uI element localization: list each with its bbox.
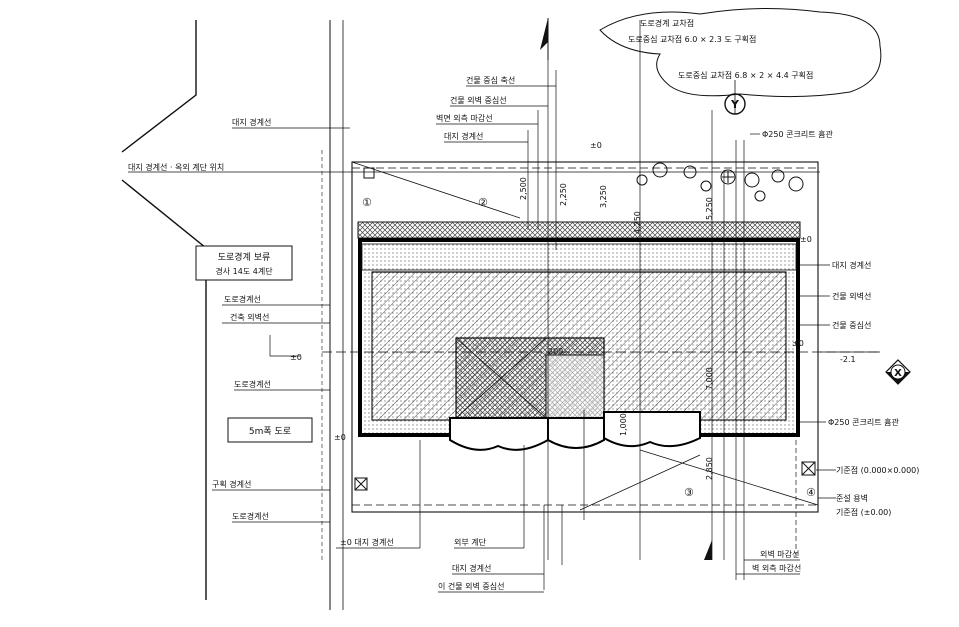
reference-lines xyxy=(306,20,880,590)
left-label-1: 대지 경계선 xyxy=(232,117,271,127)
right-label-2: 건물 외벽선 xyxy=(832,291,871,301)
dimension-8: 1,000 xyxy=(619,413,628,436)
cloud-note: 도로경계 교차점 도로중심 교차점 6.0 × 2.3 도 구획점 도로중심 교… xyxy=(599,7,882,98)
level-mark-4: -2.1 xyxy=(840,355,856,364)
corner-mark-2: ② xyxy=(478,196,488,209)
dimensions: 2,500 2,250 3,250 4,250 5,250 7,000 2,85… xyxy=(519,177,714,480)
dimension-1: 2,500 xyxy=(519,177,528,200)
axis-x-marker: X xyxy=(885,359,911,385)
boxed-note-2-line1: 5m폭 도로 xyxy=(249,426,291,437)
top-right-label: Φ250 콘크리트 흄관 xyxy=(762,129,833,139)
left-label-5: 도로경계선 xyxy=(234,379,271,389)
level-mark-3: ±0 xyxy=(800,235,812,244)
level-mark-1: ±0 xyxy=(590,141,602,150)
right-label-7: 기준점 (±0.00) xyxy=(836,507,891,517)
right-label-6: 준설 용벽 xyxy=(836,493,868,503)
corner-mark-1: ① xyxy=(362,196,372,209)
road-edge-lines xyxy=(121,20,344,610)
axis-x-label: X xyxy=(894,368,902,379)
survey-markers xyxy=(354,167,816,491)
boxed-note-2: 5m폭 도로 xyxy=(227,417,313,443)
corner-mark-4: ④ xyxy=(806,486,816,499)
bottom-label-4: 외벽 마감선 xyxy=(760,549,799,559)
top-label-3: 벽면 외측 마감선 xyxy=(436,113,493,123)
boxed-note-1-line1: 도로경계 보류 xyxy=(218,251,271,263)
left-label-2: 대지 경계선 · 옥외 계단 위치 xyxy=(128,162,224,172)
dimension-5: 5,250 xyxy=(705,197,714,220)
dimension-3: 3,250 xyxy=(599,185,608,208)
level-mark-2: ±0 xyxy=(290,353,302,362)
right-annotations: 대지 경계선 건물 외벽선 건물 중심선 Φ250 콘크리트 흄관 기준점 (0… xyxy=(750,129,919,517)
bottom-label-3: 이 건물 외벽 중심선 xyxy=(438,581,505,591)
level-marks: ±0 ±0 ±0 -2.1 ±0 ±0 xyxy=(290,141,856,442)
bottom-label-1: 외부 계단 xyxy=(454,537,487,547)
cloud-note-line2: 도로중심 교차점 6.0 × 2.3 도 구획점 xyxy=(628,34,756,44)
top-annotations: 건물 중심 축선 건물 외벽 중심선 벽면 외측 마감선 대지 경계선 xyxy=(436,75,556,143)
boxed-note-1-line2: 경사 14도 4계단 xyxy=(215,266,273,276)
left-annotations: 대지 경계선 대지 경계선 · 옥외 계단 위치 도로경계선 건축 외벽선 도로… xyxy=(128,117,350,523)
top-label-1: 건물 중심 축선 xyxy=(466,75,515,85)
north-arrow xyxy=(540,18,712,560)
tree-cluster xyxy=(636,162,804,202)
axis-y-marker: Y xyxy=(724,80,746,115)
cloud-note-line3: 도로중심 교차점 6.8 × 2 × 4.4 구획점 xyxy=(678,70,813,80)
left-label-7: 도로경계선 xyxy=(232,511,269,521)
left-label-3: 도로경계선 xyxy=(224,294,261,304)
right-label-4: Φ250 콘크리트 흄관 xyxy=(828,417,899,427)
dimension-7: 2,850 xyxy=(705,457,714,480)
bottom-label-5: 벽 외측 마감선 xyxy=(752,563,801,573)
bottom-label-2: 대지 경계선 xyxy=(452,563,491,573)
corner-marks: ① ② ③ ④ xyxy=(362,196,816,499)
left-label-6: 구획 경계선 xyxy=(212,479,251,489)
boxed-note-1: 도로경계 보류 경사 14도 4계단 xyxy=(195,245,293,281)
dimension-6: 7,000 xyxy=(705,367,714,390)
top-label-2: 건물 외벽 중심선 xyxy=(450,95,507,105)
dimension-2: 2,250 xyxy=(559,183,568,206)
level-mark-5: ±0 xyxy=(334,433,346,442)
dimension-9: 200 xyxy=(548,347,563,356)
dimension-4: 4,250 xyxy=(633,211,642,234)
corner-mark-3: ③ xyxy=(684,486,694,499)
left-label-4: 건축 외벽선 xyxy=(230,312,269,322)
right-label-5: 기준점 (0.000×0.000) xyxy=(836,465,919,475)
cloud-note-line1: 도로경계 교차점 xyxy=(640,18,694,28)
level-mark-6: ±0 xyxy=(792,339,804,348)
bottom-annotations: 외부 계단 대지 경계선 이 건물 외벽 중심선 외벽 마감선 벽 외측 마감선… xyxy=(336,537,801,593)
right-label-3: 건물 중심선 xyxy=(832,320,871,330)
axis-y-label: Y xyxy=(730,98,740,111)
bottom-left-label: ±0 대지 경계선 xyxy=(340,537,394,547)
top-label-4: 대지 경계선 xyxy=(444,131,483,141)
building-footprint xyxy=(357,221,801,451)
right-label-1: 대지 경계선 xyxy=(832,260,871,270)
